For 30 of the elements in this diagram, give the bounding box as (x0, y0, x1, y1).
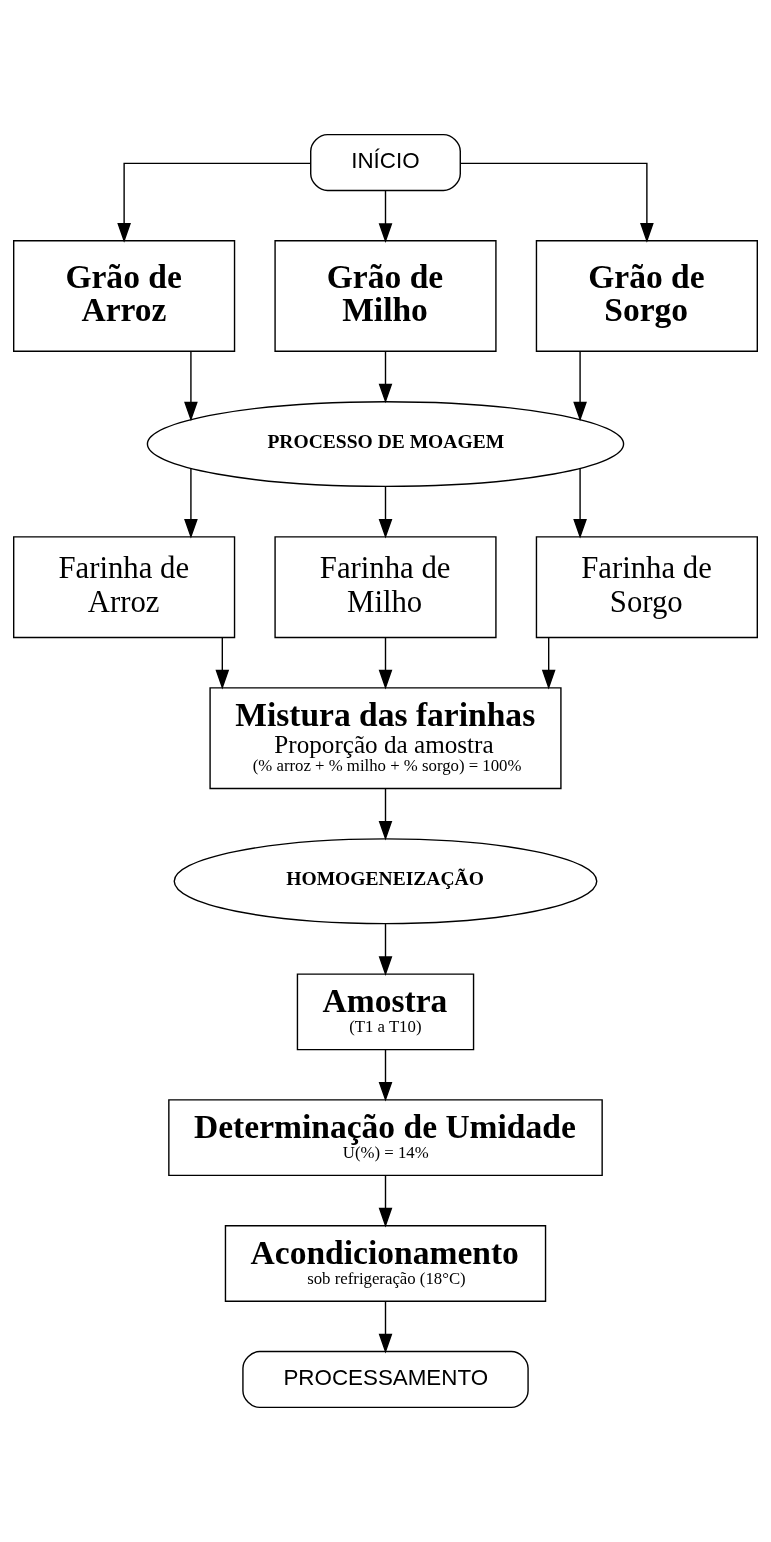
arrow (573, 350, 587, 422)
arrow (378, 190, 393, 243)
node-box: Grão de Milho (274, 240, 497, 352)
arrow (378, 787, 393, 841)
arrow (117, 162, 312, 243)
arrow (541, 637, 556, 690)
arrow (378, 1048, 393, 1102)
arrow (378, 350, 393, 404)
node-box: Grão de Sorgo (535, 240, 758, 352)
node-box: Farinha de Arroz (13, 536, 236, 639)
arrow (573, 468, 587, 539)
arrow (378, 1174, 393, 1228)
node-box: Farinha de Milho (274, 536, 497, 639)
arrow (215, 637, 230, 690)
node-box: PROCESSAMENTO (242, 1350, 529, 1409)
node-ellipse: HOMOGENEIZAÇÃO (173, 838, 598, 925)
node-box: Amostra (T1 a T10) (296, 973, 475, 1051)
arrow (378, 637, 393, 690)
node-box: Grão de Arroz (13, 240, 236, 352)
node-box: Farinha de Sorgo (535, 536, 758, 639)
arrow (378, 1300, 393, 1354)
arrow (378, 485, 393, 539)
node-box: Acondicionamento sob refrigeração (18°C) (224, 1225, 547, 1302)
arrow (184, 350, 198, 422)
node-box: Determinação de Umidade U(%) = 14% (168, 1099, 603, 1177)
arrow (378, 923, 393, 976)
arrow (459, 162, 654, 243)
node-box: INÍCIO (310, 133, 461, 192)
node-box: Mistura das farinhas Proporção da amostra (% arroz + % milho + % sorgo) = 100% (209, 687, 562, 790)
arrow (184, 468, 198, 539)
